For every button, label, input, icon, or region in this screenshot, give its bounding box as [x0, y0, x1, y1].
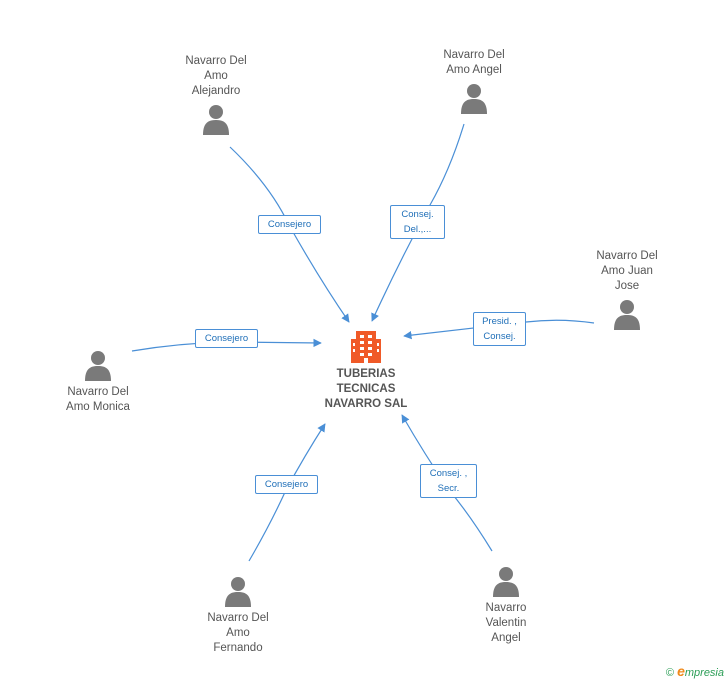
person-name-line: Navarro Del: [443, 49, 505, 61]
person-name: Navarro Del Amo Monica: [33, 385, 163, 415]
person-icon: [203, 105, 229, 135]
role-label-angel[interactable]: Consej. Del.,...: [390, 205, 445, 239]
person-name: Navarro Del Amo Angel: [409, 48, 539, 78]
brand-name: mpresia: [684, 667, 724, 679]
person-icon: [461, 84, 487, 114]
role-label-juan-jose[interactable]: Presid. , Consej.: [473, 312, 526, 346]
person-icon: [225, 577, 251, 607]
person-name-line: Valentin: [485, 617, 527, 629]
person-icon: [493, 567, 519, 597]
role-text: Del.,...: [403, 224, 432, 235]
footer-brand[interactable]: © empresia: [666, 663, 724, 679]
person-name-line: Jose: [614, 280, 640, 292]
company-name-line: NAVARRO SAL: [324, 398, 408, 410]
person-name: Navarro Valentin Angel: [441, 601, 571, 646]
role-label-fernando[interactable]: Consejero: [255, 475, 318, 494]
person-name-line: Amo Juan: [601, 265, 653, 277]
person-node-monica[interactable]: Navarro Del Amo Monica: [33, 345, 163, 415]
role-text: Consejero: [204, 333, 249, 344]
person-name-line: Amo: [204, 70, 228, 82]
brand-initial: e: [677, 663, 685, 679]
person-name-line: Navarro Del: [207, 612, 269, 624]
copyright-icon: ©: [665, 667, 675, 679]
person-node-alejandro[interactable]: Navarro Del Amo Alejandro: [151, 54, 281, 139]
role-text: Presid. ,: [482, 316, 517, 327]
person-name-line: Navarro Del: [67, 386, 129, 398]
person-name: Navarro Del Amo Alejandro: [151, 54, 281, 99]
person-name-line: Navarro Del: [596, 250, 658, 262]
person-name-line: Fernando: [213, 642, 263, 654]
company-name: TUBERIAS TECNICAS NAVARRO SAL: [301, 367, 431, 412]
building-icon: [351, 331, 381, 363]
role-text: Consej. ,: [429, 468, 468, 479]
person-name-line: Alejandro: [191, 85, 241, 97]
person-icon: [614, 300, 640, 330]
person-name-line: Navarro: [485, 602, 527, 614]
role-text: Secr.: [437, 483, 460, 494]
company-name-line: TUBERIAS: [336, 368, 396, 380]
edge-alejandro: [229, 146, 350, 323]
person-node-valentin[interactable]: Navarro Valentin Angel: [441, 561, 571, 646]
company-name-line: TECNICAS: [336, 383, 396, 395]
company-node[interactable]: TUBERIAS TECNICAS NAVARRO SAL: [301, 329, 431, 412]
person-name-line: Amo Monica: [66, 401, 130, 413]
role-text: Consejero: [264, 479, 309, 490]
person-node-angel[interactable]: Navarro Del Amo Angel: [409, 48, 539, 118]
person-name-line: Angel: [491, 632, 521, 644]
person-name-line: Amo: [226, 627, 250, 639]
role-label-valentin[interactable]: Consej. , Secr.: [420, 464, 477, 498]
role-text: Consej.: [483, 331, 516, 342]
edge-juan-jose: [403, 319, 595, 340]
role-label-alejandro[interactable]: Consejero: [258, 215, 321, 234]
person-name: Navarro Del Amo Juan Jose: [562, 249, 692, 294]
person-node-fernando[interactable]: Navarro Del Amo Fernando: [173, 571, 303, 656]
person-node-juan-jose[interactable]: Navarro Del Amo Juan Jose: [562, 249, 692, 334]
person-name-line: Amo Angel: [446, 64, 502, 76]
person-name: Navarro Del Amo Fernando: [173, 611, 303, 656]
role-text: Consej.: [401, 209, 434, 220]
person-name-line: Navarro Del: [185, 55, 247, 67]
role-text: Consejero: [267, 219, 312, 230]
person-icon: [85, 351, 111, 381]
role-label-monica[interactable]: Consejero: [195, 329, 258, 348]
